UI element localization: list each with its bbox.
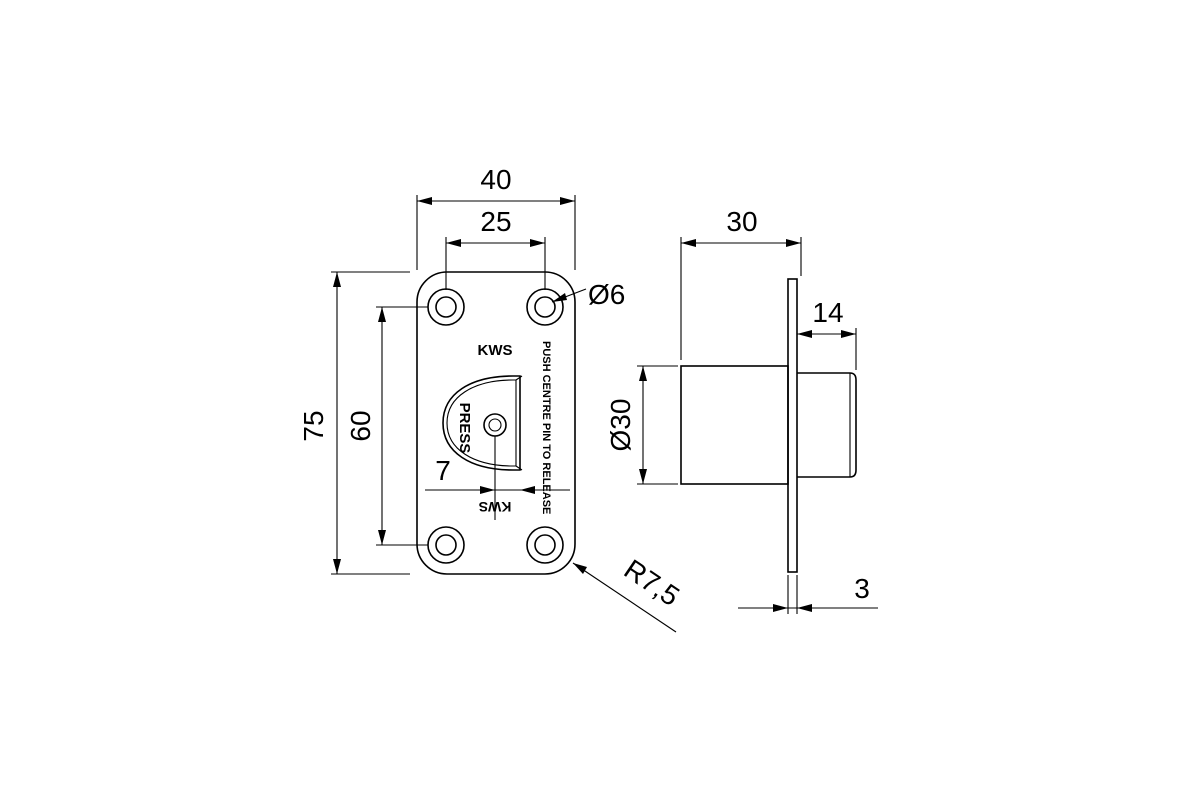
dim-hole-diameter: Ø6: [588, 279, 625, 310]
side-dimensions: 30 14 Ø30 3: [605, 206, 878, 614]
dim-corner-radius: R7,5: [619, 553, 685, 612]
screw-hole-top-left: [427, 288, 465, 326]
centre-pin: [483, 413, 507, 437]
side-view: [680, 278, 857, 573]
dim-depth: 30: [726, 206, 757, 237]
release-instruction: PUSH CENTRE PIN TO RELEASE: [540, 341, 552, 514]
screw-hole-bottom-left: [427, 526, 465, 564]
mounting-plate: [416, 271, 576, 575]
screw-hole-top-right: [526, 288, 564, 326]
brand-label-top: KWS: [478, 342, 513, 359]
side-plate: [787, 278, 798, 573]
dim-hole-spacing-y: 60: [345, 410, 376, 441]
front-dimensions: 40 25 75 60 Ø6 7 R7,5: [298, 164, 685, 633]
dim-plate-width: 40: [480, 164, 511, 195]
dim-plate-thickness: 3: [854, 573, 870, 604]
dim-plate-height: 75: [298, 410, 329, 441]
front-view: KWS PRESS PUSH CENTRE PIN TO RELEASE KWS: [416, 271, 576, 575]
dim-offset: 7: [435, 455, 451, 486]
lock-body: [680, 365, 789, 485]
screw-hole-bottom-right: [526, 526, 564, 564]
dim-pin-projection: 14: [812, 297, 843, 328]
release-pin: [797, 372, 857, 478]
press-label: PRESS: [456, 403, 473, 454]
dim-body-diameter: Ø30: [605, 399, 636, 452]
dim-hole-spacing-x: 25: [480, 206, 511, 237]
press-button-outline: [442, 375, 521, 471]
